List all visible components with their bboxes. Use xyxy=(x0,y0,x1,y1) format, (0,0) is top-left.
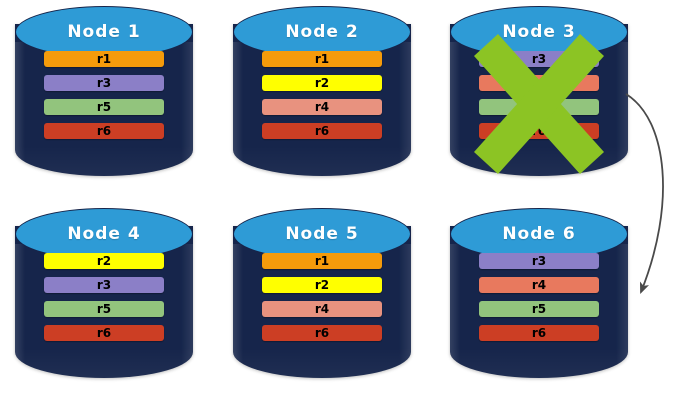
node-label-5: Node 5 xyxy=(285,224,359,244)
node-cylinder-6[interactable]: Node 6 r3 r4 r5 r6 xyxy=(450,208,628,396)
cylinder-bottom-shade-5 xyxy=(233,348,411,378)
record-bar[interactable]: r3 xyxy=(479,51,599,67)
record-bar[interactable]: r4 xyxy=(262,99,382,115)
cylinder-highlight-right-6 xyxy=(616,244,628,396)
cylinder-highlight-right-2 xyxy=(399,42,411,194)
record-label: r4 xyxy=(314,302,330,316)
node-label-6: Node 6 xyxy=(502,224,576,244)
record-label: r1 xyxy=(96,52,112,66)
cylinder-highlight-left-2 xyxy=(233,42,243,194)
cylinder-highlight-left-5 xyxy=(233,244,243,396)
record-label: r5 xyxy=(96,100,112,114)
record-bar[interactable]: r2 xyxy=(262,277,382,293)
node-cylinder-4[interactable]: Node 4 r2 r3 r5 r6 xyxy=(15,208,193,396)
record-bar[interactable]: r2 xyxy=(262,75,382,91)
record-bar[interactable]: r3 xyxy=(44,75,164,91)
record-bar[interactable]: r3 xyxy=(44,277,164,293)
cylinder-bottom-shade-2 xyxy=(233,146,411,176)
cylinder-highlight-left-6 xyxy=(450,244,460,396)
record-list-2: r1 r2 r4 r6 xyxy=(262,51,382,139)
record-bar[interactable]: r1 xyxy=(262,51,382,67)
record-bar[interactable]: r6 xyxy=(262,123,382,139)
cylinder-highlight-right-4 xyxy=(181,244,193,396)
record-label: r3 xyxy=(531,254,547,268)
cylinder-bottom-shade-6 xyxy=(450,348,628,378)
record-label: r1 xyxy=(314,254,330,268)
cylinder-bottom-shade-3 xyxy=(450,146,628,176)
record-label: r2 xyxy=(314,76,330,90)
record-label: r2 xyxy=(314,278,330,292)
record-bar[interactable]: r5 xyxy=(44,99,164,115)
record-label: r6 xyxy=(96,326,112,340)
record-label: r6 xyxy=(531,124,547,138)
record-bar[interactable]: r6 xyxy=(44,325,164,341)
cylinder-top-2: Node 2 xyxy=(233,6,411,58)
record-label: r5 xyxy=(531,302,547,316)
record-label: r3 xyxy=(96,76,112,90)
record-list-1: r1 r3 r5 r6 xyxy=(44,51,164,139)
cylinder-highlight-right-5 xyxy=(399,244,411,396)
record-list-5: r1 r2 r4 r6 xyxy=(262,253,382,341)
record-label: r1 xyxy=(314,52,330,66)
node-label-4: Node 4 xyxy=(67,224,141,244)
node-cylinder-5[interactable]: Node 5 r1 r2 r4 r6 xyxy=(233,208,411,396)
record-bar[interactable]: r6 xyxy=(44,123,164,139)
cylinder-highlight-left-4 xyxy=(15,244,25,396)
record-bar[interactable]: r1 xyxy=(44,51,164,67)
node-label-2: Node 2 xyxy=(285,22,359,42)
record-list-3: r3 r4 r5 r6 xyxy=(479,51,599,139)
node-label-1: Node 1 xyxy=(67,22,141,42)
record-label: r3 xyxy=(96,278,112,292)
record-label: r5 xyxy=(96,302,112,316)
cylinder-highlight-left-1 xyxy=(15,42,25,194)
record-bar[interactable]: r6 xyxy=(262,325,382,341)
record-label: r6 xyxy=(96,124,112,138)
cylinder-top-4: Node 4 xyxy=(15,208,193,260)
cylinder-highlight-right-3 xyxy=(616,42,628,194)
cylinder-top-1: Node 1 xyxy=(15,6,193,58)
record-bar[interactable]: r3 xyxy=(479,253,599,269)
node-cylinder-1[interactable]: Node 1 r1 r3 r5 r6 xyxy=(15,6,193,194)
record-bar[interactable]: r4 xyxy=(479,75,599,91)
record-list-6: r3 r4 r5 r6 xyxy=(479,253,599,341)
record-bar[interactable]: r4 xyxy=(479,277,599,293)
record-bar[interactable]: r5 xyxy=(479,301,599,317)
node-cylinder-3[interactable]: Node 3 r3 r4 r5 r6 xyxy=(450,6,628,194)
node-cylinder-2[interactable]: Node 2 r1 r2 r4 r6 xyxy=(233,6,411,194)
record-bar[interactable]: r2 xyxy=(44,253,164,269)
record-label: r3 xyxy=(531,52,547,66)
record-bar[interactable]: r6 xyxy=(479,123,599,139)
node-label-3: Node 3 xyxy=(502,22,576,42)
record-bar[interactable]: r4 xyxy=(262,301,382,317)
cylinder-top-5: Node 5 xyxy=(233,208,411,260)
cylinder-highlight-left-3 xyxy=(450,42,460,194)
record-list-4: r2 r3 r5 r6 xyxy=(44,253,164,341)
record-label: r4 xyxy=(531,278,547,292)
record-label: r4 xyxy=(314,100,330,114)
record-bar[interactable]: r1 xyxy=(262,253,382,269)
record-label: r6 xyxy=(314,124,330,138)
record-bar[interactable]: r5 xyxy=(479,99,599,115)
record-label: r4 xyxy=(531,76,547,90)
record-label: r6 xyxy=(314,326,330,340)
record-label: r2 xyxy=(96,254,112,268)
cylinder-highlight-right-1 xyxy=(181,42,193,194)
record-label: r5 xyxy=(531,100,547,114)
cylinder-bottom-shade-1 xyxy=(15,146,193,176)
arrow-path xyxy=(625,93,664,295)
record-label: r6 xyxy=(531,326,547,340)
record-bar[interactable]: r6 xyxy=(479,325,599,341)
cylinder-bottom-shade-4 xyxy=(15,348,193,378)
record-bar[interactable]: r5 xyxy=(44,301,164,317)
